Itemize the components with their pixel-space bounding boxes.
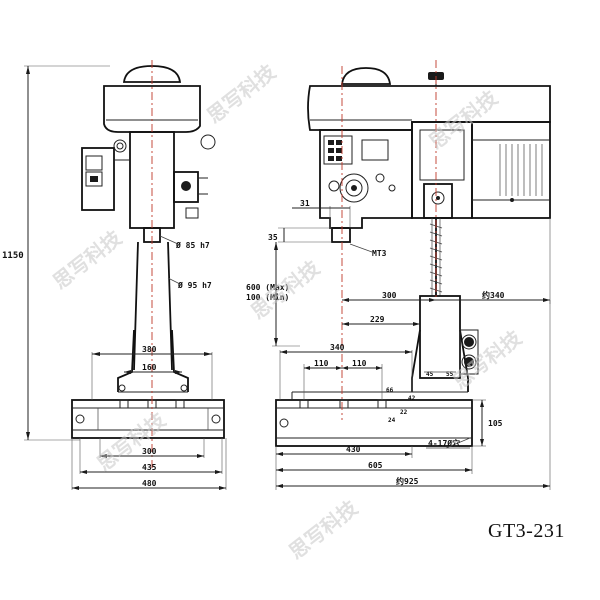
motor-fins <box>499 144 543 196</box>
dim-42: 42 <box>408 395 416 402</box>
dim-24: 24 <box>388 417 396 424</box>
dim-holes: 4-17Ø穴 <box>428 438 460 448</box>
dim-35: 35 <box>268 233 278 242</box>
side-view: 31 35 MT3 600 (Max) 100 (Min) 300 约340 2… <box>246 60 551 490</box>
dim-22: 22 <box>400 409 408 416</box>
dim-31: 31 <box>300 199 310 208</box>
dim-spindle-dia: Ø 85 h7 <box>175 240 210 250</box>
dim-435: 435 <box>142 463 157 472</box>
dim-column-dia: Ø 95 h7 <box>177 280 212 290</box>
dim-925: 约925 <box>396 476 419 486</box>
dim-110a: 110 <box>314 359 329 368</box>
dim-430: 430 <box>346 445 361 454</box>
dim-travel-min: 100 (Min) <box>246 292 289 302</box>
dim-45: 45 <box>426 371 434 378</box>
dim-300-side: 300 <box>382 291 397 300</box>
watermark: 思写科技 <box>202 59 281 128</box>
dim-travel-max: 600 (Max) <box>246 283 289 292</box>
dim-55: 55 <box>446 371 454 378</box>
dim-105: 105 <box>488 419 503 428</box>
dim-605: 605 <box>368 461 383 470</box>
watermark: 思写科技 <box>284 495 363 564</box>
dim-110b: 110 <box>352 359 367 368</box>
model-label: GT3-231 <box>488 520 565 542</box>
dim-taper: MT3 <box>372 249 387 258</box>
front-view: 1150 <box>2 60 227 490</box>
dim-340: 340 <box>330 343 345 352</box>
watermark: 思写科技 <box>92 407 171 476</box>
dim-229: 229 <box>370 315 385 324</box>
dim-480: 480 <box>142 479 157 488</box>
dim-66: 66 <box>386 387 394 394</box>
dim-300-front: 300 <box>142 447 157 456</box>
dim-380: 380 <box>142 345 157 354</box>
watermark: 思写科技 <box>48 225 127 294</box>
dim-160: 160 <box>142 363 157 372</box>
dim-340-approx: 约340 <box>482 290 505 300</box>
dim-total-height: 1150 <box>2 251 24 261</box>
